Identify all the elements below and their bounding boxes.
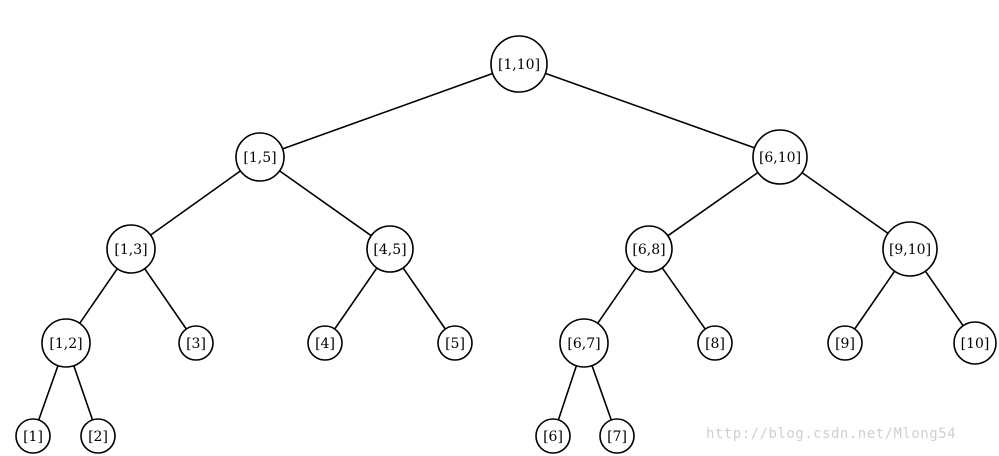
tree-node-label: [4,5] [373,242,406,258]
tree-nodes: [1,10] [1,5] [6,10] [1,3] [4,5] [6,8] [9,10] [1… [15,35,997,454]
tree-edge-4-5-to-5 [402,267,446,330]
tree-node-7: [7] [599,418,635,454]
tree-node-4-5: [4,5] [366,225,414,273]
tree-node-circle [80,418,116,454]
tree-edge-1-10-to-6-10 [545,72,755,149]
tree-node-1: [1] [15,418,51,454]
tree-node-10: [10] [953,321,997,365]
tree-node-circle [437,325,473,361]
tree-node-circle [599,418,635,454]
tree-edge-1-2-to-2 [73,365,94,421]
tree-edge-6-7-to-7 [591,365,613,421]
tree-node-circle [106,224,156,274]
tree-node-6-10: [6,10] [752,129,808,185]
tree-edges [37,72,964,421]
tree-node-1-3: [1,3] [106,224,156,274]
tree-node-label: [8] [705,336,725,352]
tree-node-label: [4] [315,336,335,352]
tree-node-label: [1] [23,429,43,445]
tree-node-1-5: [1,5] [235,132,285,182]
tree-node-label: [1,3] [114,242,147,258]
tree-node-2: [2] [80,418,116,454]
tree-edge-1-5-to-4-5 [279,170,372,237]
tree-edge-6-7-to-6 [557,365,578,421]
tree-edge-1-2-to-1 [37,365,59,421]
tree-edge-9-10-to-10 [924,270,964,327]
tree-node-6-8: [6,8] [625,225,673,273]
tree-node-circle [15,418,51,454]
tree-node-1-2: [1,2] [41,318,91,368]
tree-node-label: [7] [607,429,627,445]
tree-node-label: [3] [186,336,206,352]
tree-node-6: [6] [535,418,571,454]
tree-node-circle [697,325,733,361]
tree-edge-6-10-to-6-8 [667,171,759,237]
tree-node-circle [178,325,214,361]
tree-node-4: [4] [307,325,343,361]
tree-edge-6-10-to-9-10 [801,171,889,235]
tree-node-circle [235,132,285,182]
tree-edge-1-5-to-1-3 [150,170,241,236]
tree-node-circle [41,318,91,368]
tree-edge-1-3-to-1-2 [79,268,118,324]
tree-node-1-10: [1,10] [490,35,548,93]
tree-node-circle [535,418,571,454]
tree-node-circle [490,35,548,93]
tree-node-circle [827,325,863,361]
tree-node-circle [953,321,997,365]
tree-node-9-10: [9,10] [882,221,938,277]
tree-node-label: [5] [445,336,465,352]
tree-node-label: [6,8] [632,242,665,258]
tree-node-circle [625,225,673,273]
tree-node-circle [366,225,414,273]
tree-node-5: [5] [437,325,473,361]
watermark-text: http://blog.csdn.net/Mlong54 [706,426,957,442]
tree-node-label: [2] [88,429,108,445]
tree-node-label: [1,5] [243,150,276,166]
tree-node-label: [6,7] [567,336,600,352]
tree-edge-9-10-to-9 [854,270,896,330]
tree-node-3: [3] [178,325,214,361]
tree-node-9: [9] [827,325,863,361]
tree-node-circle [882,221,938,277]
tree-node-circle [752,129,808,185]
tree-node-circle [307,325,343,361]
tree-node-label: [1,2] [49,336,82,352]
tree-node-label: [10] [961,336,990,352]
tree-edge-1-10-to-1-5 [282,72,493,150]
tree-node-label: [6,10] [759,150,801,166]
tree-edge-4-5-to-4 [334,267,378,330]
tree-edge-1-3-to-3 [144,268,187,330]
tree-node-label: [9,10] [889,242,931,258]
tree-edge-6-8-to-8 [661,267,706,330]
tree-node-label: [9] [835,336,855,352]
tree-node-6-7: [6,7] [559,318,609,368]
tree-node-circle [559,318,609,368]
tree-node-label: [1,10] [498,57,540,73]
tree-edge-6-8-to-6-7 [597,267,637,324]
tree-node-8: [8] [697,325,733,361]
tree-node-label: [6] [543,429,563,445]
